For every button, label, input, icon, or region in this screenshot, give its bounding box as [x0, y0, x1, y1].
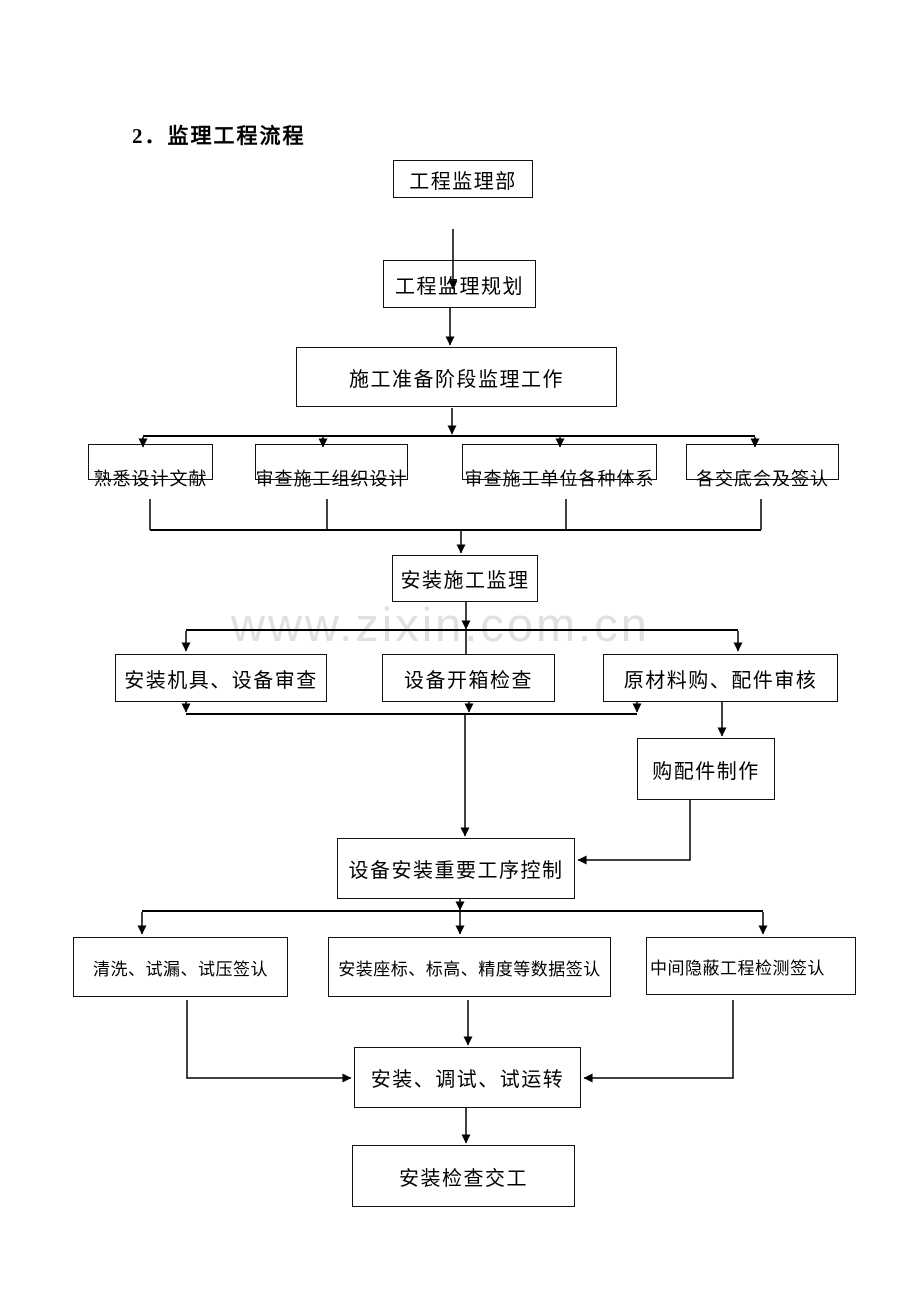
flow-node-final-inspection-handover: 安装检查交工	[352, 1145, 575, 1207]
flow-node-label: 安装座标、标高、精度等数据签认	[338, 959, 601, 979]
section-heading: 2．监理工程流程	[132, 124, 306, 148]
connector-hidden-trial	[583, 1000, 734, 1083]
flow-node-label: 各交底会及签认	[696, 469, 829, 489]
flow-node-supervision-plan: 工程监理规划	[383, 260, 536, 308]
flow-node-unboxing-inspection: 设备开箱检查	[382, 654, 555, 702]
flow-node-coordinates-data-sign: 安装座标、标高、精度等数据签认	[328, 937, 611, 997]
flow-node-label: 原材料购、配件审核	[623, 669, 818, 692]
flow-node-label: 设备开箱检查	[404, 669, 533, 692]
flow-node-familiarize-design-docs: 熟悉设计文献	[88, 444, 213, 489]
flow-node-review-org-design: 审查施工组织设计	[255, 444, 408, 489]
flow-node-install-supervision: 安装施工监理	[392, 555, 538, 602]
flow-node-install-debug-trial: 安装、调试、试运转	[354, 1047, 581, 1108]
flow-node-label: 安装检查交工	[399, 1167, 528, 1190]
flow-node-label: 审查施工单位各种体系	[464, 469, 655, 489]
flow-node-disclosure-meetings: 各交底会及签认	[686, 444, 839, 489]
flow-node-label: 工程监理规划	[395, 275, 524, 298]
watermark: www.zixin.com.cn	[231, 598, 650, 651]
flow-node-hidden-works-inspection: 中间隐蔽工程检测签认	[646, 937, 856, 995]
flow-node-clean-leak-pressure-sign: 清洗、试漏、试压签认	[73, 937, 288, 997]
flow-node-label: 施工准备阶段监理工作	[349, 368, 564, 391]
flow-node-label: 安装机具、设备审查	[124, 669, 318, 692]
flow-node-prep-stage-work: 施工准备阶段监理工作	[296, 347, 617, 407]
flow-node-label: 工程监理部	[409, 170, 517, 193]
flow-node-label: 审查施工组织设计	[255, 469, 408, 489]
connector-parts-keyprocess	[577, 800, 691, 865]
flow-node-label: 设备安装重要工序控制	[348, 860, 564, 882]
flow-node-label: 安装、调试、试运转	[370, 1069, 565, 1091]
flow-node-label: 安装施工监理	[400, 570, 530, 592]
flow-node-parts-fabrication: 购配件制作	[637, 738, 775, 800]
connector-clean-trial	[186, 1000, 352, 1083]
flow-node-materials-parts-review: 原材料购、配件审核	[603, 654, 838, 702]
flow-node-tools-equipment-review: 安装机具、设备审查	[115, 654, 327, 702]
flow-node-label: 中间隐蔽工程检测签认	[650, 958, 825, 978]
flow-node-review-contractor-systems: 审查施工单位各种体系	[462, 444, 657, 489]
flow-node-key-process-control: 设备安装重要工序控制	[337, 838, 575, 899]
flow-node-label: 熟悉设计文献	[93, 469, 208, 489]
flow-node-label: 清洗、试漏、试压签认	[93, 959, 268, 979]
flow-node-label: 购配件制作	[652, 760, 760, 783]
flow-node-supervision-dept: 工程监理部	[393, 160, 533, 198]
